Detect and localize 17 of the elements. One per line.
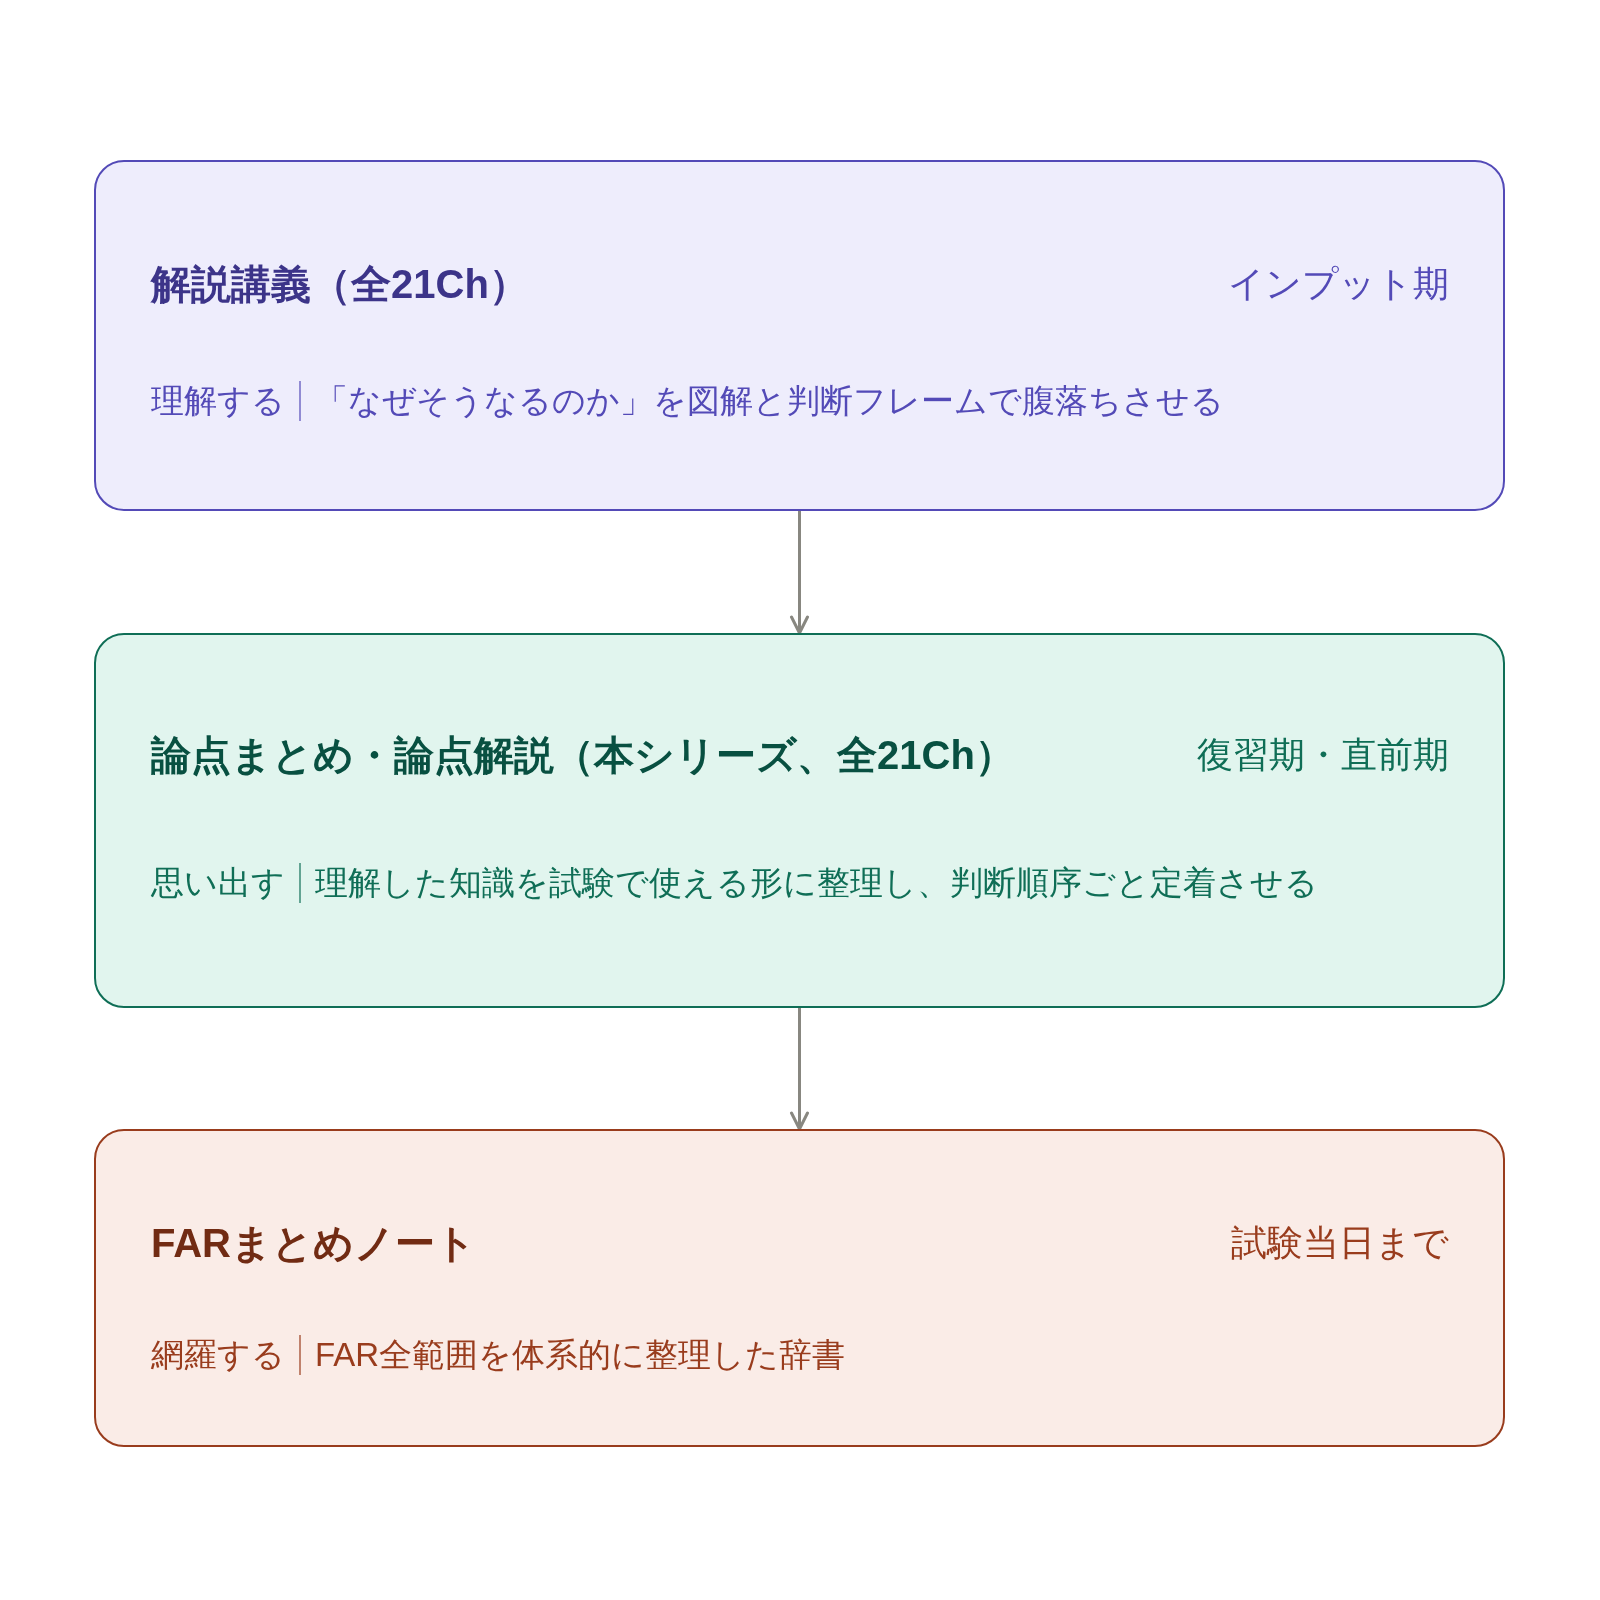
arrow xyxy=(790,511,809,635)
stage-description: 「なぜそうなるのか」を図解と判断フレームで腹落ちさせる xyxy=(315,381,1224,421)
phase-label: 復習期・直前期 xyxy=(1197,733,1449,777)
stage-verb: 思い出す xyxy=(151,863,285,903)
stage-title: FARまとめノート xyxy=(151,1220,476,1267)
stage-verb: 網羅する xyxy=(151,1335,285,1375)
stage-description: FAR全範囲を体系的に整理した辞書 xyxy=(315,1335,846,1375)
stage-title: 論点まとめ・論点解説（本シリーズ、全21Ch） xyxy=(151,732,1015,779)
stage-box xyxy=(94,633,1505,1008)
stage-verb: 理解する xyxy=(151,381,285,421)
stage-box xyxy=(94,160,1505,511)
stage-description: 理解した知識を試験で使える形に整理し、判断順序ごと定着させる xyxy=(315,863,1318,903)
arrow xyxy=(790,1008,809,1131)
phase-label: 試験当日まで xyxy=(1231,1221,1449,1265)
stage-box xyxy=(94,1129,1505,1447)
phase-label: インプット期 xyxy=(1228,262,1449,306)
stage-title: 解説講義（全21Ch） xyxy=(151,261,529,308)
